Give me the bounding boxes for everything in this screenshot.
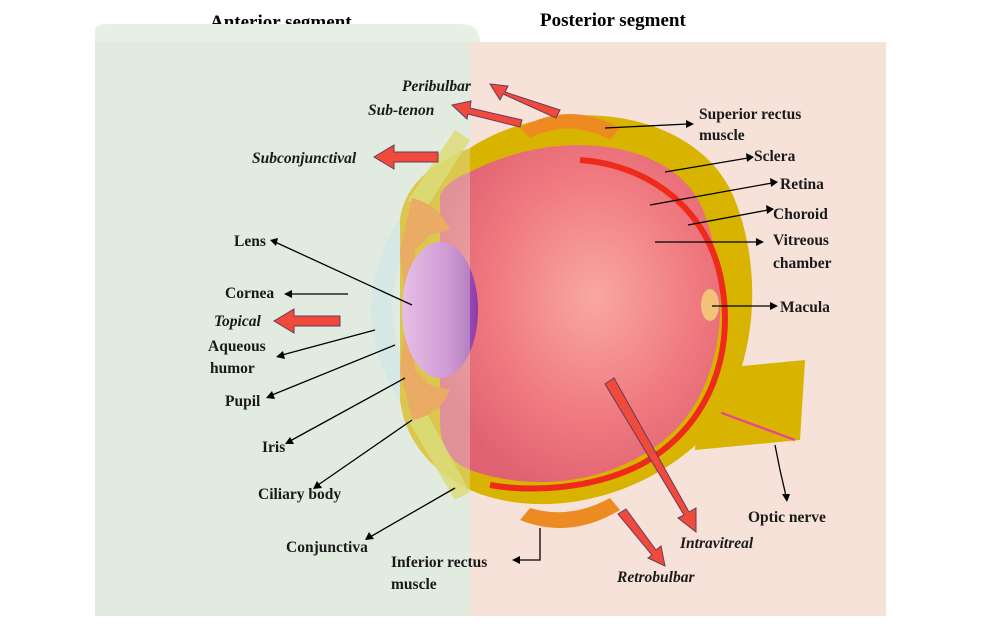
- leader-lens: [274, 241, 413, 306]
- conjunctiva-lower-shape: [408, 410, 470, 500]
- leader-pupil: [271, 344, 396, 396]
- retrobulbar-label: Retrobulbar: [616, 569, 695, 586]
- head-macula: [770, 302, 778, 310]
- head-inferior-rectus: [512, 556, 520, 564]
- inferior-rectus-shape: [520, 498, 620, 528]
- head-conjunctiva: [365, 532, 374, 540]
- anterior-overlay: [95, 42, 470, 616]
- head-ciliary: [313, 481, 322, 489]
- iris-label: Iris: [262, 439, 285, 456]
- optic-nerve-label: Optic nerve: [748, 509, 826, 526]
- leader-aqueous: [281, 329, 376, 356]
- head-superior-rectus: [686, 120, 694, 128]
- leader-optic-nerve: [774, 444, 787, 497]
- conjunctiva-label: Conjunctiva: [286, 539, 368, 556]
- head-choroid: [766, 205, 774, 214]
- macula-label: Macula: [780, 299, 830, 316]
- aqueous-label-2: humor: [210, 360, 255, 377]
- route-arrows: [273, 83, 697, 567]
- leader-iris: [289, 377, 406, 442]
- ciliary-body-label: Ciliary body: [258, 486, 341, 503]
- vitreous-label-1: Vitreous: [773, 232, 829, 249]
- vitreous-label-2: chamber: [773, 255, 832, 272]
- leader-ciliary: [317, 419, 413, 486]
- subtenon-label: Sub-tenon: [368, 102, 434, 119]
- choroid-label: Choroid: [773, 206, 828, 223]
- subconjunctival-label: Subconjunctival: [252, 150, 357, 167]
- retina-shape: [489, 157, 728, 492]
- lens-shape: [402, 242, 478, 378]
- macula-shape: [701, 289, 719, 321]
- subtenon-arrow: [450, 100, 523, 128]
- leader-inferior-rectus: [518, 528, 541, 561]
- head-iris: [285, 437, 294, 444]
- inferior-rectus-label-1: Inferior rectus: [391, 554, 487, 571]
- intravitreal-label: Intravitreal: [679, 535, 754, 552]
- superior-rectus-label-2: muscle: [699, 127, 745, 144]
- superior-rectus-label-1: Superior rectus: [699, 106, 801, 123]
- topical-label: Topical: [214, 313, 261, 330]
- aqueous-label-1: Aqueous: [208, 338, 266, 355]
- head-sclera: [746, 153, 754, 162]
- cornea-shape: [371, 200, 425, 418]
- head-lens: [270, 238, 278, 246]
- head-aqueous: [276, 351, 285, 359]
- head-cornea: [284, 290, 292, 298]
- vitreous-chamber-shape: [440, 145, 721, 483]
- lens-label: Lens: [234, 233, 266, 250]
- pupil-label: Pupil: [225, 393, 261, 410]
- leader-superior-rectus: [604, 123, 689, 129]
- cornea-label: Cornea: [225, 285, 274, 302]
- subconjunctival-arrow: [373, 144, 439, 170]
- head-retina: [770, 178, 778, 187]
- leader-retina: [649, 182, 773, 206]
- anterior-background-tab: [95, 24, 480, 42]
- head-optic-nerve: [782, 494, 790, 502]
- retina-label: Retina: [780, 176, 824, 193]
- leader-conjunctiva: [369, 487, 456, 538]
- leader-lines: [271, 123, 787, 561]
- leader-sclera: [664, 157, 749, 173]
- retrobulbar-arrow: [617, 508, 666, 567]
- sclera-label: Sclera: [754, 148, 796, 165]
- leader-choroid: [687, 209, 769, 226]
- leader-arrowheads: [266, 120, 790, 564]
- peribulbar-arrow: [489, 83, 561, 119]
- peribulbar-label: Peribulbar: [402, 78, 472, 95]
- head-pupil: [266, 391, 275, 399]
- posterior-segment-title: Posterior segment: [540, 10, 686, 31]
- intravitreal-arrow: [604, 377, 697, 534]
- superior-rectus-shape: [520, 114, 620, 140]
- topical-arrow: [273, 308, 341, 334]
- conjunctiva-upper-shape: [408, 130, 470, 210]
- inferior-rectus-label-2: muscle: [391, 576, 437, 593]
- head-vitreous: [756, 238, 764, 246]
